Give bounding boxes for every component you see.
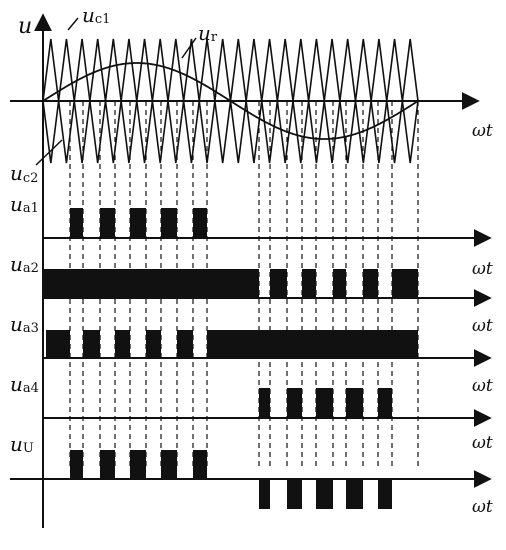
wt-label-uu-upper: ωt — [472, 433, 493, 453]
pulse-ua3-0 — [46, 330, 70, 358]
ua4-label: ua4 — [10, 372, 39, 396]
pulse-ua4-3 — [346, 388, 363, 418]
pulse-ua1-4 — [193, 208, 207, 238]
axis-u-label: u — [18, 14, 32, 39]
pulse-ua3-2 — [115, 330, 130, 358]
pulse-ua2-3 — [363, 269, 378, 298]
pulse-ua1-2 — [130, 208, 146, 238]
pulse-ua2-2 — [333, 269, 346, 298]
pulse-ua2-block — [43, 269, 259, 298]
pulse-ua2-0 — [270, 269, 287, 298]
wt-label-ua2: ωt — [472, 259, 493, 279]
ur-pointer — [181, 37, 197, 59]
pulse-ua3-3 — [146, 330, 161, 358]
ua1-label: ua1 — [10, 192, 39, 216]
wt-label-uu: ωt — [472, 497, 493, 517]
pulse-uu-pos-1 — [100, 450, 115, 479]
uc1-label: uc1 — [82, 3, 110, 27]
pulse-uu-neg-1 — [287, 479, 302, 509]
pulse-uu-neg-4 — [378, 479, 392, 509]
pulse-ua3-1 — [83, 330, 100, 358]
pulse-uu-pos-0 — [70, 450, 83, 479]
uc2-pointer — [35, 139, 63, 166]
pulse-ua4-0 — [259, 388, 270, 418]
pulse-uu-neg-2 — [316, 479, 333, 509]
pulse-ua3-block — [207, 330, 418, 358]
pulse-ua1-3 — [161, 208, 177, 238]
pulse-ua4-1 — [287, 388, 302, 418]
pulse-ua1-0 — [70, 208, 83, 238]
uc2-label: uc2 — [10, 161, 38, 186]
pulse-ua1-1 — [100, 208, 115, 238]
ua3-label: ua3 — [10, 312, 39, 336]
pulse-uu-pos-2 — [130, 450, 146, 479]
pulse-ua4-4 — [378, 388, 392, 418]
pulse-ua4-2 — [316, 388, 333, 418]
pulse-uu-neg-0 — [259, 479, 270, 509]
ua2-label: ua2 — [10, 252, 39, 276]
reference-ur — [42, 62, 419, 140]
wt-label-ua4: ωt — [472, 376, 493, 396]
pulse-ua3-4 — [177, 330, 193, 358]
uc1-pointer — [67, 17, 79, 31]
pulse-uu-pos-3 — [161, 450, 177, 479]
wt-label-carrier: ωt — [472, 121, 493, 141]
reference-sine — [42, 62, 419, 140]
wt-label-ua3: ωt — [472, 316, 493, 336]
pulse-trains — [43, 208, 418, 509]
pulse-ua2-1 — [302, 269, 316, 298]
uu-label: uU — [10, 432, 34, 456]
pulse-uu-neg-3 — [346, 479, 363, 509]
pulse-uu-pos-4 — [193, 450, 207, 479]
ur-label: ur — [198, 21, 218, 45]
pulse-ua2-4 — [392, 269, 418, 298]
